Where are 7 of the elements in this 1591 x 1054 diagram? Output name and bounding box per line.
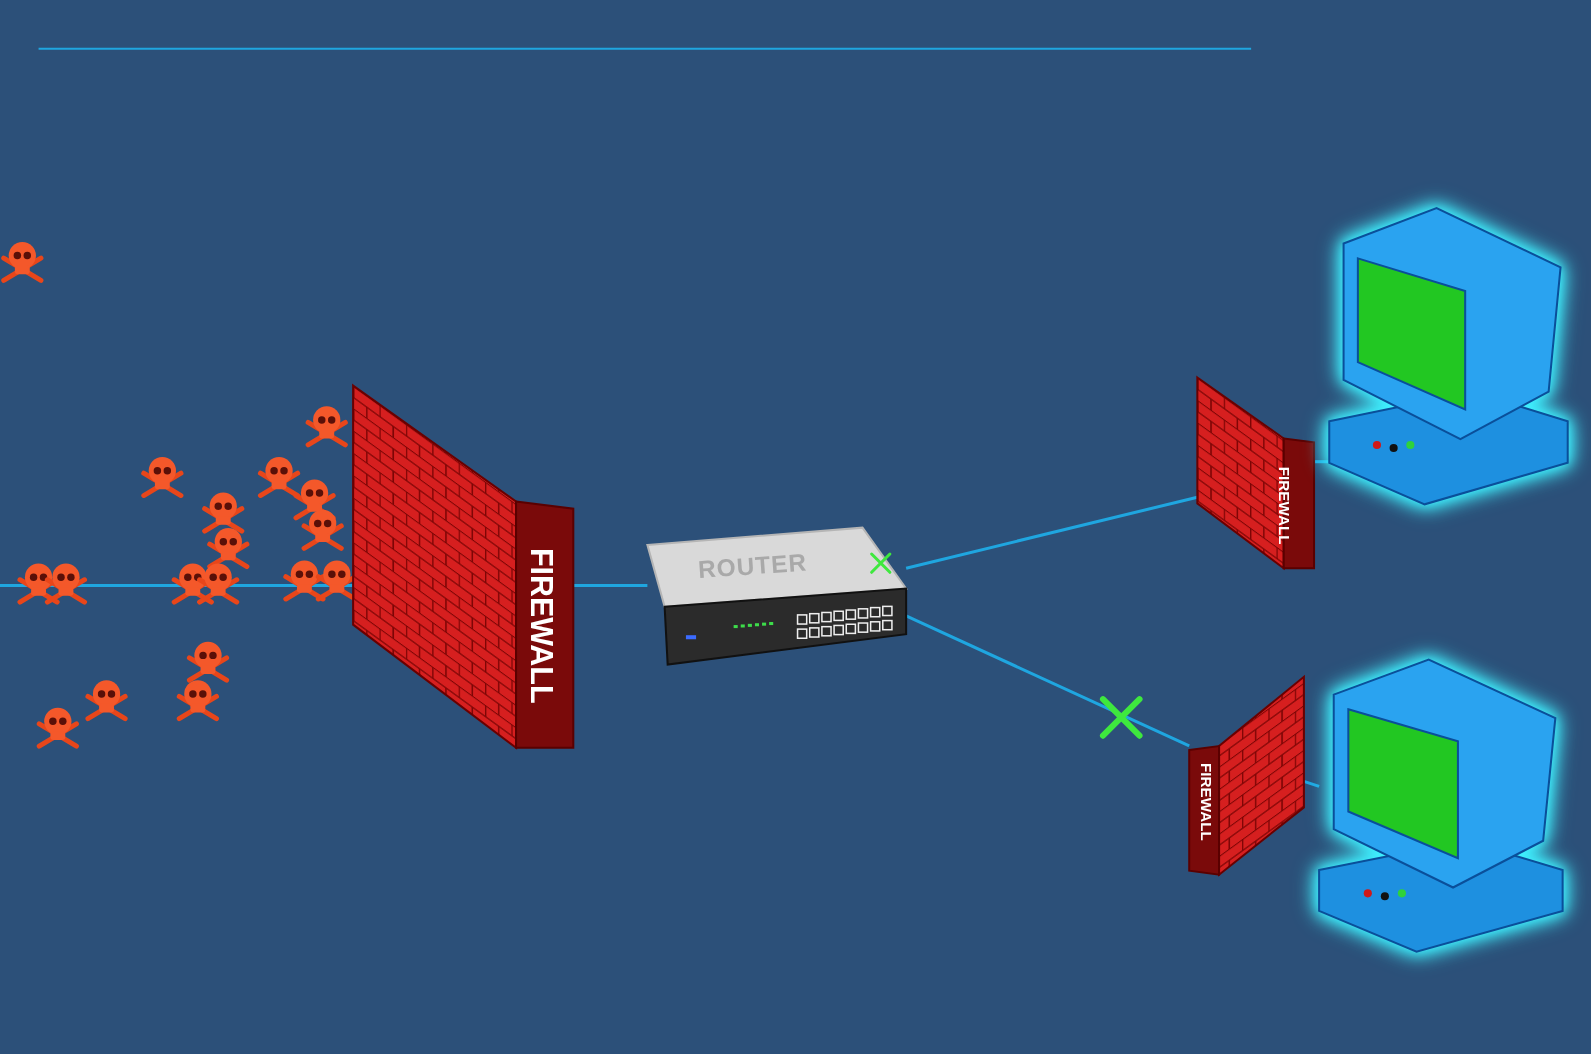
network-cable [905, 495, 1198, 570]
firewall-label: FIREWALL [1199, 763, 1215, 841]
firewall-label: FIREWALL [1276, 466, 1292, 545]
computer-drawing [1329, 208, 1568, 505]
firewall-label: FIREWALL [525, 547, 557, 704]
network-cable [573, 583, 648, 587]
computer-drawing [1319, 659, 1563, 952]
